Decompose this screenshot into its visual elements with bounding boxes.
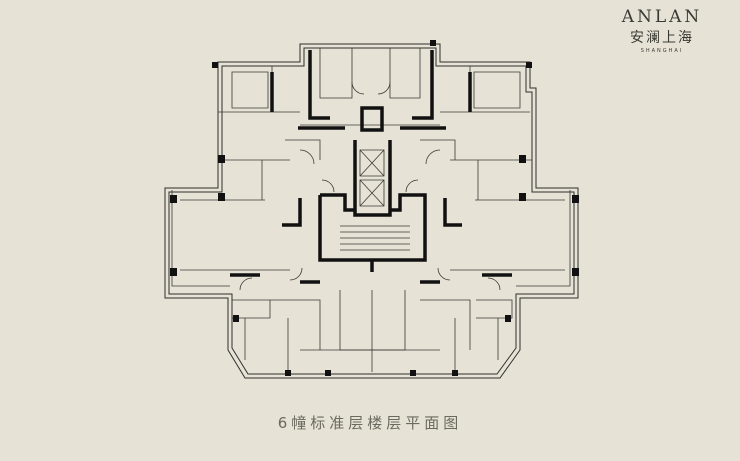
outer-outline — [164, 43, 579, 379]
column — [410, 370, 416, 376]
column — [325, 370, 331, 376]
partition — [476, 299, 513, 319]
elevator-shaft — [359, 179, 385, 207]
core-wall — [320, 193, 355, 212]
column — [572, 268, 579, 276]
partition — [389, 48, 421, 99]
column — [233, 315, 239, 322]
partition — [420, 299, 471, 350]
core-wall — [443, 198, 462, 227]
logo-wordmark: ANLAN — [621, 7, 703, 27]
partition — [319, 48, 353, 99]
outer-outline-inner — [168, 47, 575, 375]
balcony-line — [171, 190, 230, 287]
column — [526, 62, 532, 68]
brand-logo: ANLAN 安澜上海 SHANGHAI — [612, 7, 712, 54]
logo-subtitle: SHANGHAI — [640, 48, 684, 54]
partition — [231, 71, 269, 109]
column — [170, 268, 177, 276]
elevator-shaft — [359, 149, 385, 177]
core-wall — [282, 198, 302, 227]
door-swing — [437, 267, 451, 281]
column — [519, 155, 526, 163]
balcony-line — [516, 190, 571, 287]
core-wall — [360, 106, 384, 132]
side-wall — [412, 50, 434, 120]
partition — [285, 139, 321, 160]
column — [285, 370, 291, 376]
core-wall — [353, 140, 392, 217]
plan-caption: 6幢标准层楼层平面图 — [277, 414, 463, 432]
partition — [339, 290, 406, 351]
door-swing — [405, 179, 419, 193]
partition — [270, 299, 321, 350]
door-swing — [289, 267, 303, 281]
partition — [420, 139, 456, 160]
partition — [473, 71, 521, 109]
partition — [232, 299, 271, 319]
logo-chinese-name: 安澜上海 — [630, 30, 694, 46]
door-swing — [351, 81, 365, 95]
column — [505, 315, 511, 322]
column — [430, 40, 436, 46]
column — [452, 370, 458, 376]
door-swing — [321, 179, 335, 193]
door-swing — [299, 149, 315, 165]
column — [572, 195, 579, 203]
column — [170, 195, 177, 203]
door-swing — [377, 81, 391, 95]
side-wall — [308, 50, 330, 120]
column — [218, 155, 225, 163]
column — [218, 193, 225, 201]
door-swing — [425, 149, 441, 165]
door-swing — [239, 277, 253, 291]
stair-treads — [340, 225, 410, 251]
core-wall — [318, 193, 427, 262]
column — [519, 193, 526, 201]
door-swing — [487, 277, 501, 291]
column — [212, 62, 218, 68]
